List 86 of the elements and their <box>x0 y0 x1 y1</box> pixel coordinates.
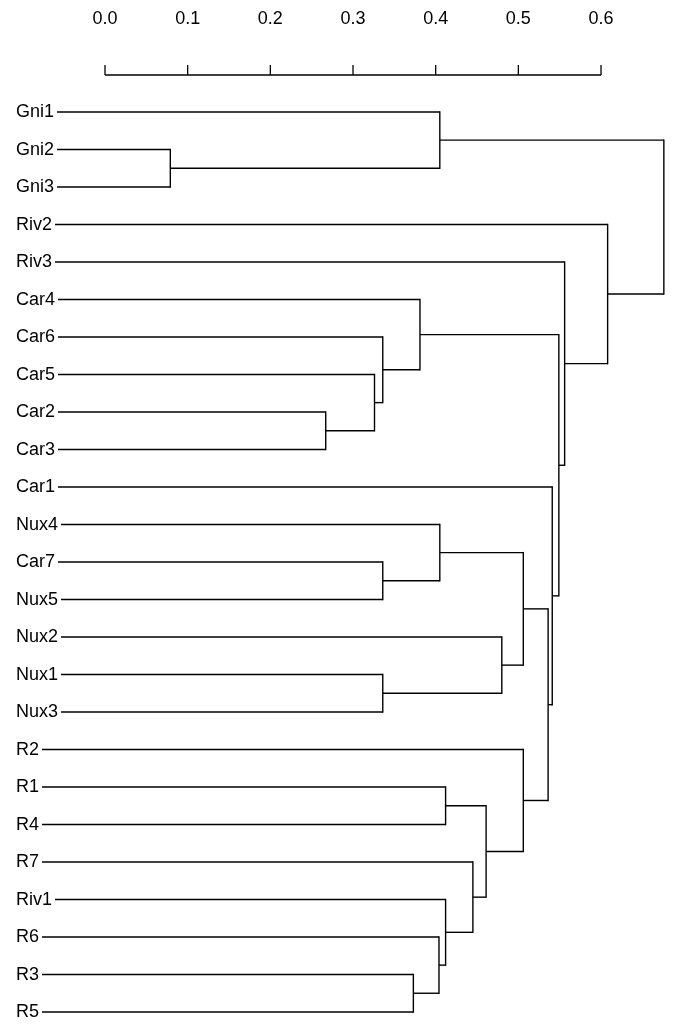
branch-line <box>57 298 421 301</box>
branch-line <box>438 964 447 966</box>
branch-line <box>444 931 474 933</box>
leaf-label: Riv2 <box>16 213 52 234</box>
branch-line <box>41 1011 415 1013</box>
merge-bar <box>373 373 376 433</box>
leaf-label: Nux5 <box>16 588 59 609</box>
tick-label: 0.4 <box>423 8 449 28</box>
branch-line <box>41 823 447 826</box>
leaf-label: Car1 <box>16 476 55 496</box>
leaf-label: Car5 <box>16 363 55 384</box>
branch-line <box>41 861 474 863</box>
branch-line <box>485 850 524 853</box>
branch-line <box>382 369 421 371</box>
branch-line <box>382 580 441 582</box>
tick-label: 0.1 <box>175 8 201 28</box>
leaf-label: Car6 <box>16 326 55 346</box>
leaf-label: Nux3 <box>16 701 59 721</box>
branch-line <box>325 430 376 432</box>
leaf-label: Car7 <box>16 551 55 571</box>
branch-line <box>60 636 503 638</box>
leaf-label: R7 <box>16 851 39 871</box>
branch-line <box>169 167 441 169</box>
tick-label: 0.5 <box>505 8 531 28</box>
merge-bar <box>563 260 566 467</box>
branch-line <box>57 373 376 376</box>
tick-label: 0.6 <box>588 8 614 28</box>
branch-line <box>522 608 549 610</box>
branch-line <box>56 111 441 113</box>
branch-line <box>60 711 384 713</box>
leaf-label: Nux4 <box>16 513 59 534</box>
branch-line <box>439 551 524 554</box>
leaf-label: R2 <box>16 738 39 759</box>
branch-line <box>412 992 440 994</box>
leaf-label: Gni1 <box>16 101 55 121</box>
branch-line <box>56 186 171 188</box>
leaf-label: R5 <box>16 1001 39 1021</box>
tick-label: 0.3 <box>340 8 366 28</box>
tick-label: 0.0 <box>92 8 118 28</box>
branch-line <box>57 336 384 338</box>
leaf-label: Car3 <box>16 438 55 459</box>
leaf-label: Riv3 <box>16 251 52 271</box>
branch-line <box>558 464 566 466</box>
branch-line <box>382 692 503 694</box>
branch-line <box>501 664 524 666</box>
branch-line <box>606 293 665 295</box>
branch-line <box>54 223 609 226</box>
leaf-label: Car4 <box>16 288 55 309</box>
branch-line <box>472 896 487 898</box>
branch-line <box>57 448 327 451</box>
leaf-label: Riv1 <box>16 888 52 909</box>
branch-line <box>522 799 549 802</box>
branch-line <box>444 805 487 807</box>
branch-line <box>60 673 384 676</box>
merge-bar <box>444 898 447 967</box>
tick-label: 0.2 <box>257 8 283 28</box>
branch-line <box>551 595 560 597</box>
branch-line <box>41 748 524 751</box>
branch-line <box>56 148 171 151</box>
merge-bar <box>412 973 415 1014</box>
branch-line <box>60 523 441 526</box>
branch-line <box>57 486 553 488</box>
leaf-label: Gni2 <box>16 138 55 159</box>
branch-line <box>563 362 609 365</box>
leaf-label: Car2 <box>16 401 55 421</box>
merge-bar <box>606 223 609 365</box>
branch-line <box>547 703 553 706</box>
leaf-label: R3 <box>16 963 39 984</box>
branch-line <box>41 786 447 788</box>
branch-line <box>41 973 415 976</box>
branch-line <box>54 261 566 263</box>
leaf-label: R1 <box>16 776 39 796</box>
branch-line <box>57 561 384 563</box>
leaf-label: Gni3 <box>16 176 55 196</box>
branch-line <box>419 333 560 336</box>
branch-line <box>60 598 384 601</box>
branch-line <box>54 898 447 901</box>
merge-bar <box>444 785 447 826</box>
branch-line <box>439 139 665 141</box>
leaf-label: Nux1 <box>16 663 59 684</box>
leaf-label: R6 <box>16 926 39 946</box>
branch-line <box>57 411 327 413</box>
branch-line <box>41 936 440 938</box>
leaf-label: R4 <box>16 813 39 834</box>
branch-line <box>373 401 384 404</box>
leaf-label: Nux2 <box>16 626 59 646</box>
